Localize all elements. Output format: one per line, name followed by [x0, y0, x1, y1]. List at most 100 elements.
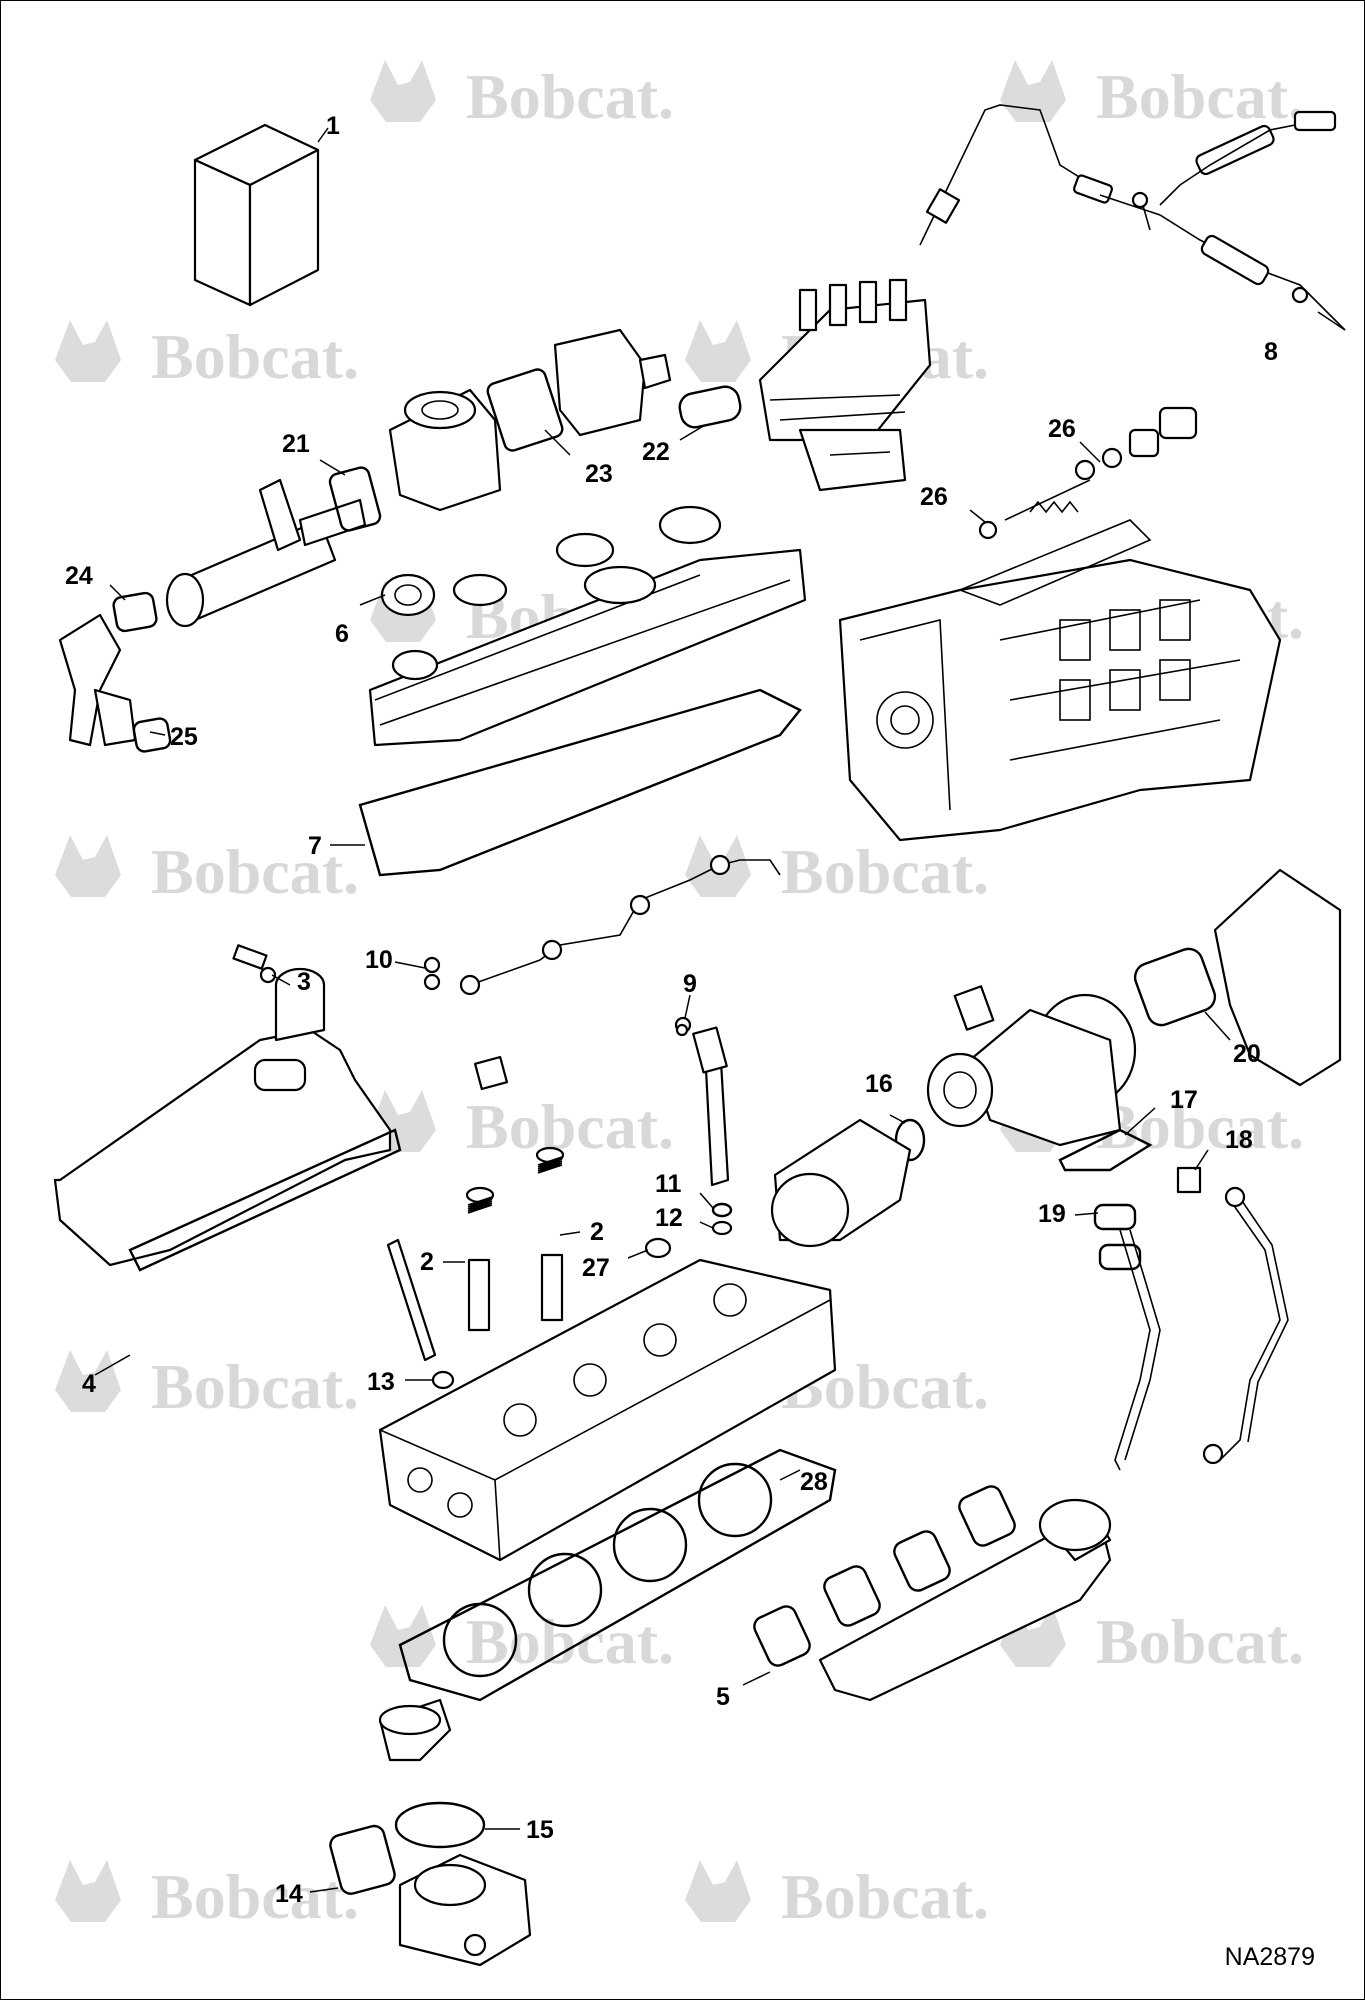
watermark-text: Bobcat.: [466, 1606, 674, 1677]
part-valve-cover-seal: [380, 573, 436, 617]
callout-labels: 1 8 21 23 22 24 25 26 26 6 7 10 3 9 11 1…: [65, 112, 1278, 1908]
callout-21: 21: [282, 430, 310, 458]
callout-26-upper: 26: [1048, 415, 1076, 443]
watermark-text: Bobcat.: [1096, 1091, 1304, 1162]
callout-1: 1: [326, 112, 340, 140]
part-flange-gasket-25: [132, 717, 172, 753]
part-injector-o-ring-9: [675, 1023, 689, 1037]
watermark-text: Bobcat.: [781, 836, 989, 907]
watermark-text: Bobcat.: [466, 61, 674, 132]
part-injector: [674, 1016, 730, 1187]
part-injection-pump: [758, 278, 932, 492]
part-exhaust-gasket-20: [1133, 947, 1217, 1027]
watermark: Bobcat.: [370, 1090, 674, 1162]
part-cylinder-head: [378, 1258, 837, 1562]
part-thermostat-gasket-14: [329, 1824, 396, 1895]
part-temp-sender: [232, 944, 277, 984]
part-turbo-gasket-17: [1058, 1128, 1153, 1172]
part-oil-return-line: [1093, 1203, 1161, 1471]
part-glow-plug: [386, 1238, 437, 1362]
callout-27: 27: [582, 1254, 610, 1282]
watermark: Bobcat.: [1000, 60, 1304, 132]
part-valve-cover-gasket: [358, 688, 802, 877]
part-egr-gasket-square: [486, 368, 564, 452]
part-governor-spring-set: [978, 406, 1198, 540]
callout-3: 3: [297, 968, 311, 996]
watermark: Bobcat.: [685, 835, 989, 907]
watermark: Bobcat.: [685, 1860, 989, 1932]
part-injector-washer-11: [711, 1202, 733, 1218]
callout-6: 6: [335, 620, 349, 648]
part-thermostat-gasket-15: [394, 1801, 486, 1849]
watermark: Bobcat.: [55, 320, 359, 392]
callout-15: 15: [526, 1816, 554, 1844]
watermark-text: Bobcat.: [151, 1861, 359, 1932]
callout-24: 24: [65, 562, 93, 590]
watermark-text: Bobcat.: [781, 1861, 989, 1932]
callout-4: 4: [82, 1370, 96, 1398]
callout-13: 13: [367, 1368, 395, 1396]
callout-17: 17: [1170, 1086, 1198, 1114]
watermark-text: Bobcat.: [151, 1351, 359, 1422]
drawing-code: NA2879: [1224, 1943, 1315, 1971]
callout-22: 22: [642, 438, 670, 466]
callout-10: 10: [365, 946, 393, 974]
watermark-text: Bobcat.: [1096, 1606, 1304, 1677]
part-glow-plug-harness: [423, 854, 781, 996]
part-egr-flange-24: [112, 591, 158, 633]
callout-9: 9: [683, 970, 697, 998]
watermark: Bobcat.: [370, 60, 674, 132]
part-exhaust-elbow: [1213, 868, 1342, 1087]
callout-19: 19: [1038, 1200, 1066, 1228]
part-valve-spring-set-left: [465, 1055, 509, 1332]
part-turbo-o-ring-16: [894, 1118, 926, 1162]
part-intake-manifold-gasket: [128, 1128, 402, 1272]
callout-2-left: 2: [420, 1248, 434, 1276]
part-valve-cover: [368, 505, 807, 747]
callout-26-lower: 26: [920, 483, 948, 511]
part-injector-washer-12: [711, 1220, 733, 1236]
part-egr-adapter: [553, 328, 672, 437]
part-turbocharger: [926, 985, 1137, 1147]
part-valve-stem-seal-13: [431, 1370, 455, 1390]
part-oil-feed-line: [1176, 1166, 1289, 1465]
watermark: Bobcat.: [55, 835, 359, 907]
part-egr-pipe-bracket: [58, 613, 137, 747]
watermark: Bobcat.: [370, 1605, 674, 1677]
callout-5: 5: [716, 1683, 730, 1711]
callout-14: 14: [275, 1880, 303, 1908]
callout-28: 28: [800, 1468, 828, 1496]
watermark: Bobcat.: [55, 1860, 359, 1932]
part-exhaust-manifold-gasket: [753, 1485, 1016, 1667]
part-seal-27: [644, 1237, 672, 1259]
watermark-layer: Bobcat. Bobcat. Bobcat. Bobcat. Bobcat. …: [55, 60, 1304, 1932]
part-turbo-inlet-elbow: [770, 1118, 912, 1248]
callout-7: 7: [308, 832, 322, 860]
part-kit-box: [193, 123, 320, 307]
part-gear-housing: [838, 519, 1282, 842]
callout-8: 8: [1264, 338, 1278, 366]
callout-23: 23: [585, 460, 613, 488]
callout-20: 20: [1233, 1040, 1261, 1068]
callout-11: 11: [655, 1170, 682, 1198]
callout-12: 12: [655, 1204, 683, 1232]
part-flange-gasket-22: [678, 385, 742, 429]
watermark-text: Bobcat.: [151, 321, 359, 392]
callout-18: 18: [1225, 1126, 1253, 1154]
part-thermostat-cover: [378, 1698, 452, 1762]
leader-lines: [94, 127, 1346, 1893]
part-egr-valve: [388, 388, 502, 512]
watermark: Bobcat.: [1000, 1605, 1304, 1677]
part-intake-manifold: [53, 967, 392, 1267]
part-egr-cooler: [165, 478, 367, 628]
callout-2-right: 2: [590, 1218, 604, 1246]
part-fuel-leakoff-line: [919, 104, 1346, 331]
watermark-text: Bobcat.: [151, 836, 359, 907]
part-thermostat-housing: [398, 1853, 532, 1967]
watermark-text: Bobcat.: [466, 1091, 674, 1162]
watermark-text: Bobcat.: [1096, 61, 1304, 132]
part-valve-spring-set-right: [535, 1146, 565, 1322]
part-head-gasket: [398, 1448, 837, 1702]
